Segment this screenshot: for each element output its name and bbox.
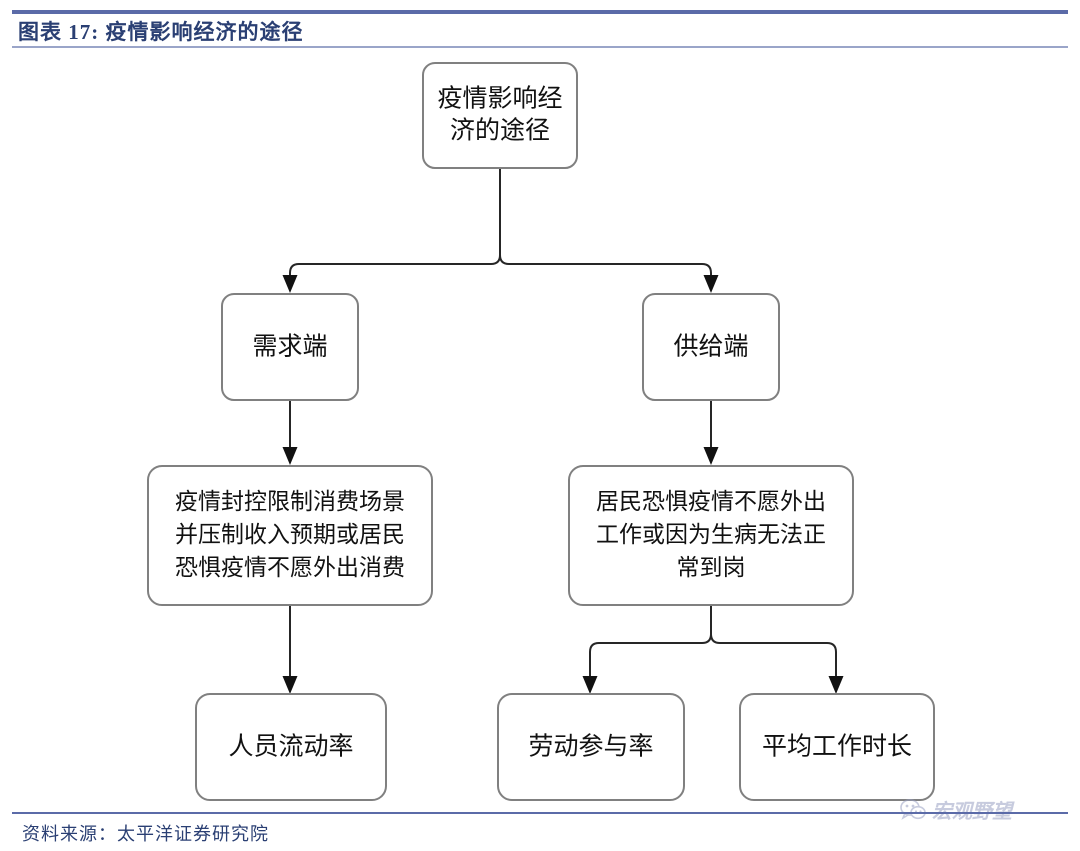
node-demand-detail-box[interactable] [147, 465, 433, 606]
node-demand-detail-line-3: 恐惧疫情不愿外出消费 [175, 554, 405, 580]
node-mobility-box[interactable] [195, 693, 387, 801]
node-demand-box[interactable] [221, 293, 359, 401]
edge-root-to-demand [282, 168, 501, 293]
node-supply-detail[interactable]: 居民恐惧疫情不愿外出 工作或因为生病无法正 常到岗 [568, 465, 854, 606]
node-root-line-1: 疫情影响经 [437, 85, 562, 113]
header-rule-top [12, 10, 1068, 14]
node-supply[interactable]: 供给端 [642, 293, 780, 401]
node-mobility-label: 人员流动率 [228, 733, 353, 761]
node-demand-detail-line-1: 疫情封控限制消费场景 [175, 488, 405, 514]
node-work-hours-label: 平均工作时长 [762, 733, 912, 761]
node-mobility[interactable]: 人员流动率 [195, 693, 387, 801]
node-supply-detail-line-2: 工作或因为生病无法正 [596, 521, 826, 547]
page-title: 图表 17: 疫情影响经济的途径 [18, 20, 304, 44]
node-demand-detail[interactable]: 疫情封控限制消费场景 并压制收入预期或居民 恐惧疫情不愿外出消费 [147, 465, 433, 606]
node-lfpr-label: 劳动参与率 [528, 733, 653, 761]
node-demand-label: 需求端 [252, 333, 327, 361]
flowchart: 疫情影响经 济的途径 需求端 供给端 疫情封控限制消费场景 并压制收入预期或居民… [147, 62, 935, 801]
node-supply-detail-box[interactable] [568, 465, 854, 606]
node-root[interactable]: 疫情影响经 济的途径 [422, 62, 578, 169]
node-demand[interactable]: 需求端 [221, 293, 359, 401]
node-root-box[interactable] [422, 62, 578, 169]
node-supply-box[interactable] [642, 293, 780, 401]
node-work-hours-box[interactable] [739, 693, 935, 801]
node-lfpr-box[interactable] [497, 693, 685, 801]
node-supply-detail-line-1: 居民恐惧疫情不愿外出 [596, 488, 826, 514]
node-root-line-2: 济的途径 [450, 117, 550, 145]
edge-root-to-supply [499, 168, 719, 293]
footer-rule [12, 812, 1068, 814]
source-note: 资料来源：太平洋证券研究院 [22, 824, 269, 844]
node-demand-detail-line-2: 并压制收入预期或居民 [175, 521, 405, 547]
header-rule-bottom [12, 46, 1068, 48]
node-supply-detail-line-3: 常到岗 [677, 554, 746, 580]
node-lfpr[interactable]: 劳动参与率 [497, 693, 685, 801]
edge-supply-detail-to-lfpr [582, 605, 712, 694]
node-work-hours[interactable]: 平均工作时长 [739, 693, 935, 801]
edge-supply-detail-to-work-hours [710, 605, 844, 694]
node-supply-label: 供给端 [673, 333, 748, 361]
